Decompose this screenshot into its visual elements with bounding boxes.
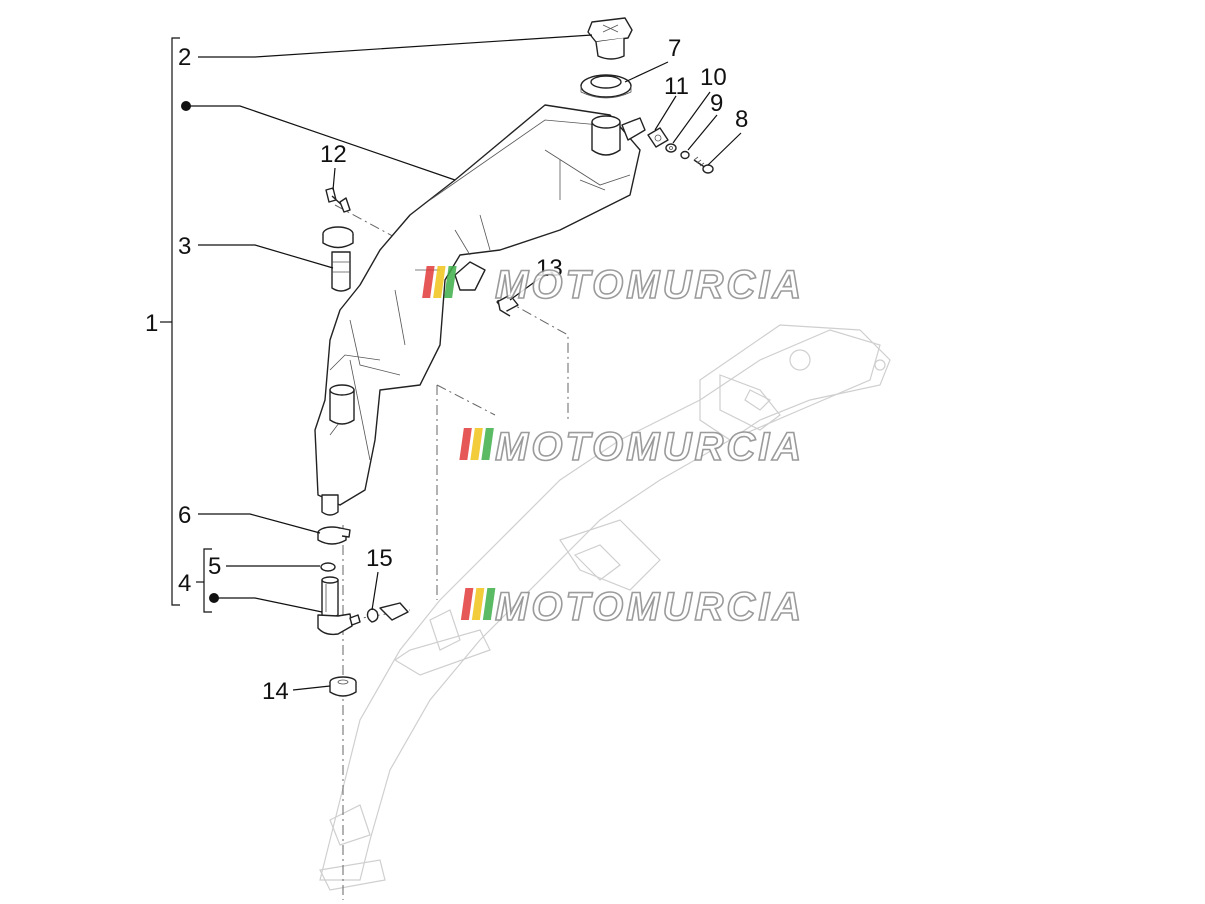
callout-labels: 1 2 3 4 5 6 7 8 9 10 11 12 13 14 15 bbox=[145, 35, 748, 705]
part-washer-small bbox=[680, 150, 690, 160]
callout-3: 3 bbox=[178, 233, 191, 260]
frame-chassis-ghost bbox=[319, 324, 891, 891]
callout-7: 7 bbox=[668, 35, 681, 62]
callout-15: 15 bbox=[366, 545, 393, 572]
part-nut-clip bbox=[647, 127, 669, 148]
part-fuel-tap bbox=[317, 576, 361, 636]
callout-5: 5 bbox=[208, 553, 221, 580]
watermark-logo-middle: MOTOMURCIA bbox=[459, 424, 804, 470]
watermark-text-top: MOTOMURCIA bbox=[495, 263, 804, 307]
callout-11: 11 bbox=[664, 73, 689, 100]
callout-4: 4 bbox=[178, 570, 191, 597]
callout-8: 8 bbox=[735, 106, 748, 133]
tap-bullet-dot bbox=[209, 593, 219, 603]
part-o-ring bbox=[320, 562, 336, 572]
part-screw bbox=[693, 156, 714, 174]
part-washer-large bbox=[665, 143, 677, 153]
part-spring-clip bbox=[366, 602, 409, 623]
watermark-text-bottom: MOTOMURCIA bbox=[495, 585, 804, 629]
callout-14: 14 bbox=[262, 678, 289, 705]
fuel-tank bbox=[314, 104, 646, 516]
callout-12: 12 bbox=[320, 141, 347, 168]
callout-6: 6 bbox=[178, 502, 191, 529]
part-gasket bbox=[580, 74, 632, 99]
part-breather-valve bbox=[322, 226, 354, 292]
part-bolt bbox=[325, 187, 351, 213]
watermark-text-middle: MOTOMURCIA bbox=[495, 425, 804, 469]
callout-13: 13 bbox=[536, 255, 563, 282]
part-hose-clamp bbox=[317, 526, 351, 545]
bullet-dots bbox=[181, 101, 219, 603]
callout-10: 10 bbox=[700, 64, 727, 91]
leader-lines bbox=[160, 34, 742, 691]
callout-2: 2 bbox=[178, 44, 191, 71]
watermark-logo-top: MOTOMURCIA bbox=[422, 262, 804, 308]
tank-bullet-dot bbox=[181, 101, 191, 111]
part-grommet bbox=[329, 676, 357, 697]
watermark-logo-bottom: MOTOMURCIA bbox=[460, 584, 804, 630]
part-fuel-cap bbox=[587, 17, 633, 60]
part-sensor bbox=[496, 294, 519, 317]
callout-1: 1 bbox=[145, 310, 158, 337]
assembly-centerlines bbox=[334, 204, 569, 900]
callout-9: 9 bbox=[710, 90, 723, 117]
